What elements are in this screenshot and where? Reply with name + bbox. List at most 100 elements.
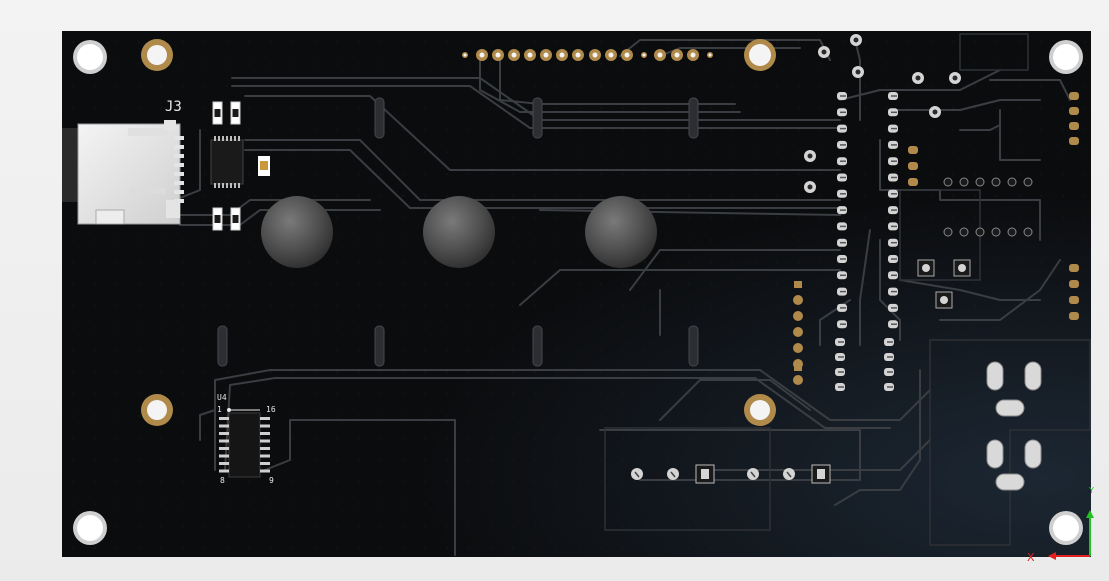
smd-pads-right — [793, 92, 1079, 385]
u4-pin — [260, 439, 270, 443]
header-pin-hole — [575, 52, 581, 58]
ic-u4-soic16 — [219, 408, 270, 478]
ic-pin — [230, 183, 232, 188]
designator-j3: J3 — [165, 99, 182, 115]
ic-pin — [214, 136, 216, 141]
header-pin-hole — [674, 52, 680, 58]
ic-pin — [234, 183, 236, 188]
ic-level-shifter — [210, 136, 244, 188]
via-hole — [932, 109, 938, 115]
ic-pin — [238, 183, 240, 188]
tactile-buttons — [261, 196, 657, 268]
mounting-hole-bottom-left — [73, 511, 107, 545]
u4-pin-16-label: 16 — [266, 405, 276, 414]
sd-shield-pad — [164, 120, 176, 130]
header-pin-hole — [642, 53, 646, 57]
sd-pin — [174, 172, 184, 176]
smd-body — [214, 109, 221, 117]
smd-body — [232, 109, 239, 117]
sd-pin — [174, 145, 184, 149]
ic-pin — [214, 183, 216, 188]
square-pad-center — [922, 264, 930, 272]
axis-gizmo — [1048, 510, 1094, 560]
u4-pin — [260, 417, 270, 420]
header-pin-hole — [708, 53, 712, 57]
u4-pin — [219, 469, 229, 473]
header-pin-hole — [463, 53, 467, 57]
u4-pin — [260, 462, 270, 465]
sd-pin — [174, 190, 184, 194]
ic-pin — [222, 136, 224, 141]
ic-pin — [226, 183, 228, 188]
mcu-module-pads — [804, 34, 1033, 391]
smd-pad — [793, 327, 803, 337]
smd-pad — [908, 178, 918, 186]
smd-pad — [1069, 264, 1079, 272]
smd-pad — [1069, 107, 1079, 115]
u4-pin-8-label: 8 — [220, 476, 225, 485]
header-pin-hole — [592, 52, 598, 58]
terminal-pad-square-center — [817, 469, 825, 479]
test-pad — [975, 177, 985, 187]
mounting-hole-top-right — [1049, 40, 1083, 74]
u4-pin — [219, 424, 229, 428]
u4-pin — [219, 439, 229, 443]
smd-pad — [908, 146, 918, 154]
button-slot-pads — [217, 97, 699, 367]
sd-pin — [174, 163, 184, 167]
smd-pad — [793, 311, 803, 321]
terminal-slot — [750, 471, 756, 478]
smd-pad — [794, 281, 802, 288]
header-pin-hole — [479, 52, 485, 58]
u4-pin — [219, 432, 229, 435]
smd-passives — [212, 101, 270, 231]
smd-pad — [1069, 122, 1079, 130]
button-cap-3 — [585, 196, 657, 268]
header-pin-hole — [527, 52, 533, 58]
plated-hole-top-center — [744, 39, 776, 71]
u4-pin — [219, 417, 229, 420]
u4-pin — [260, 469, 270, 473]
test-pad — [1007, 227, 1017, 237]
smd-pad — [1069, 312, 1079, 320]
via-hole — [952, 75, 958, 81]
sd-card-connector-j3 — [62, 120, 184, 225]
mounting-holes — [73, 39, 1083, 545]
u4-pin — [260, 432, 270, 435]
test-pad — [1023, 227, 1033, 237]
test-pad — [943, 177, 953, 187]
mounting-hole-bottom-right — [1049, 511, 1083, 545]
via-hole — [915, 75, 921, 81]
ic-pin — [218, 136, 220, 141]
smd-pad — [793, 295, 803, 305]
test-pad — [959, 227, 969, 237]
axis-y-arrow — [1086, 510, 1094, 518]
axis-y-label: Y — [1089, 486, 1094, 495]
test-pad — [943, 227, 953, 237]
terminal-slot — [786, 471, 792, 478]
u4-pin — [260, 447, 270, 450]
smd-pad — [793, 343, 803, 353]
test-pad — [1023, 177, 1033, 187]
ic-pin — [234, 136, 236, 141]
copper-pours — [604, 33, 1091, 546]
terminal-pad-square-center — [701, 469, 709, 479]
u4-pin — [260, 424, 270, 428]
u4-pin-9-label: 9 — [269, 476, 274, 485]
terminal-pads-bottom — [631, 464, 831, 484]
header-pin-hole — [543, 52, 549, 58]
sd-pin — [174, 154, 184, 158]
smd-pad — [793, 375, 803, 385]
via-hole — [807, 184, 813, 190]
sd-pin — [174, 181, 184, 185]
terminal-slot — [670, 471, 676, 478]
square-pad-center — [940, 296, 948, 304]
test-pad — [975, 227, 985, 237]
u4-pin — [260, 454, 270, 458]
test-pad — [991, 227, 1001, 237]
axis-x-label: X — [1027, 551, 1035, 564]
via-hole — [855, 69, 861, 75]
via-hole — [853, 37, 859, 43]
smd-pad — [1069, 280, 1079, 288]
